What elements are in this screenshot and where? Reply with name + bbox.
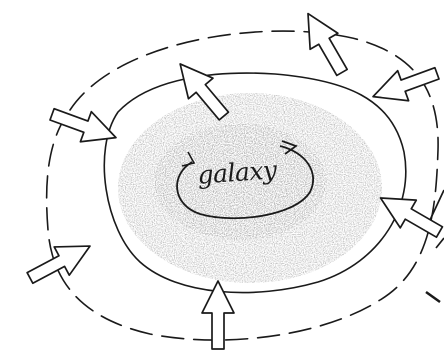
- inward-arrow-icon: [368, 58, 443, 111]
- inward-arrow-icon: [22, 232, 97, 292]
- edge-dash: [426, 292, 440, 302]
- inward-arrow-icon: [294, 6, 356, 81]
